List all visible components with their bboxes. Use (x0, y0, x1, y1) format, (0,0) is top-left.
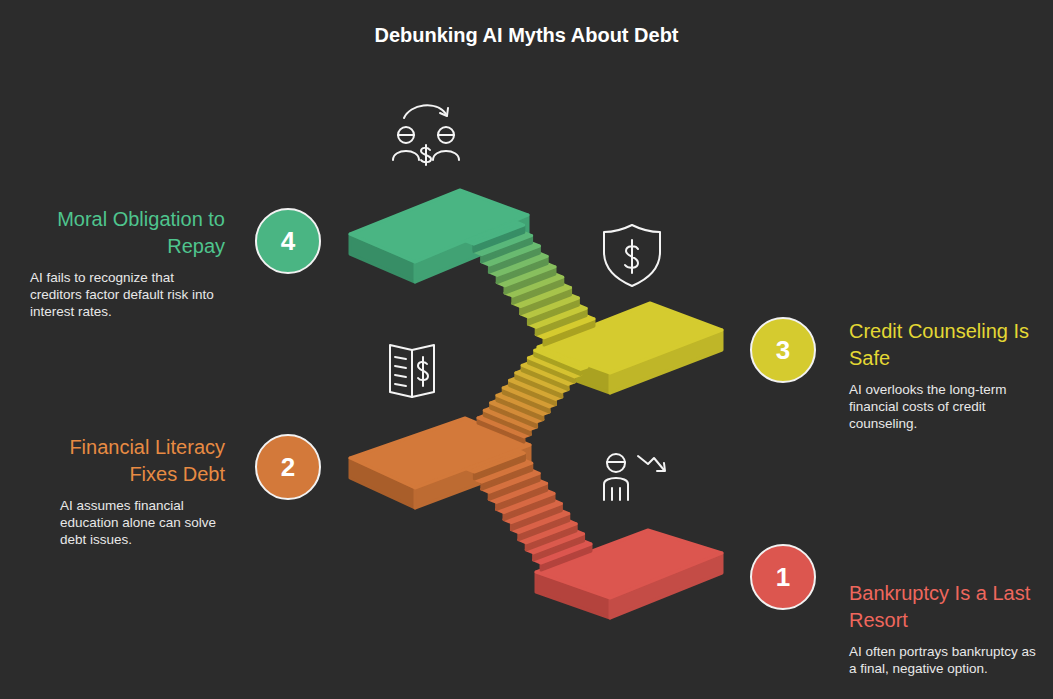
myth-step: 3Credit Counseling Is SafeAI overlooks t… (849, 318, 1041, 432)
myth-description: AI often portrays bankruptcy as a final,… (849, 643, 1041, 677)
stair-tread (466, 222, 524, 244)
callout-number: 2 (281, 452, 295, 483)
myth-description: AI overlooks the long-term financial cos… (849, 381, 1041, 432)
myth-heading: Moral Obligation to Repay (25, 206, 225, 260)
myth-description: AI fails to recognize that creditors fac… (30, 269, 225, 320)
stair-tread (467, 450, 524, 472)
myth-heading: Credit Counseling Is Safe (849, 318, 1041, 372)
callout-number: 1 (776, 562, 790, 593)
callout-number: 4 (281, 226, 295, 257)
myth-step: 1Bankruptcy Is a Last ResortAI often por… (849, 580, 1041, 677)
myth-step: 2Financial Literacy Fixes DebtAI assumes… (55, 434, 225, 548)
diagram-title: Debunking AI Myths About Debt (0, 24, 1053, 47)
myth-heading: Bankruptcy Is a Last Resort (849, 580, 1041, 634)
person-decline-icon (604, 454, 665, 500)
myth-heading: Financial Literacy Fixes Debt (55, 434, 225, 488)
exchange-icon (393, 105, 459, 165)
number-circle: 4 (255, 208, 321, 274)
number-circle: 1 (750, 544, 816, 610)
number-circle: 2 (255, 434, 321, 500)
stair-tread (535, 348, 587, 369)
myth-step: 4Moral Obligation to RepayAI fails to re… (25, 206, 225, 320)
callout-number: 3 (776, 335, 790, 366)
shield-icon (604, 225, 660, 286)
number-circle: 3 (750, 317, 816, 383)
book-icon (390, 345, 434, 397)
myth-description: AI assumes financial education alone can… (60, 497, 225, 548)
